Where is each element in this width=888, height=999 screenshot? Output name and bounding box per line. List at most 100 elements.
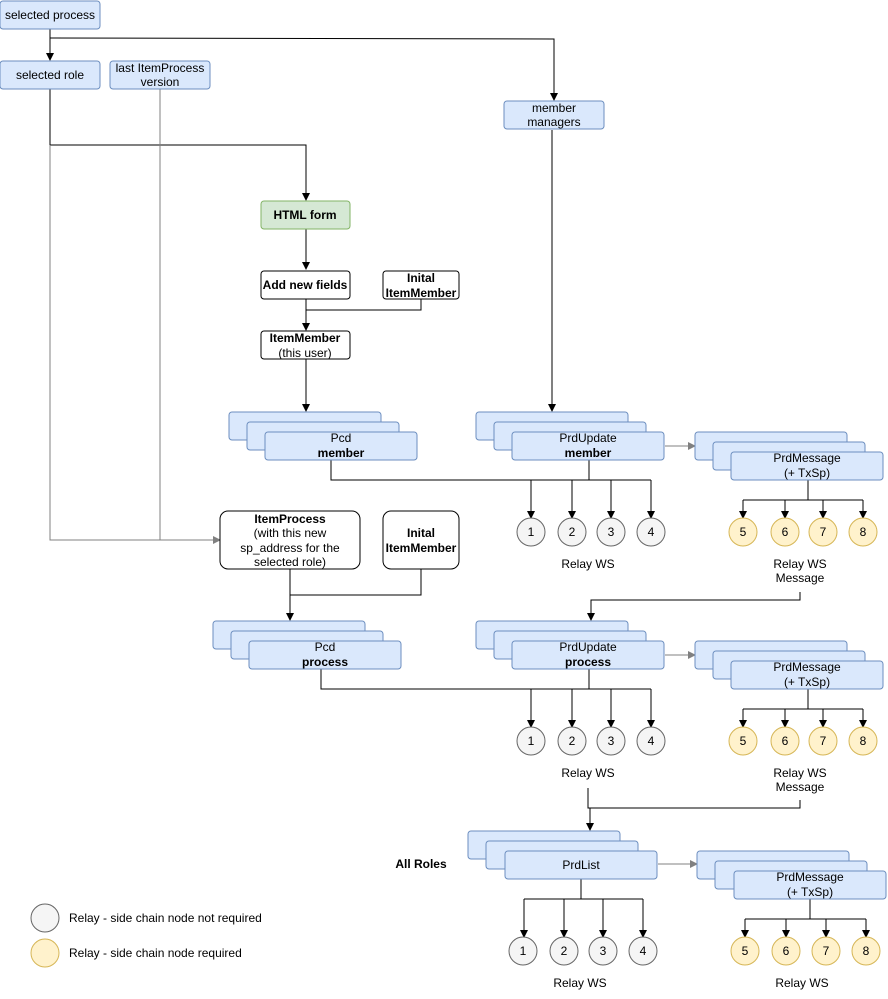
relay-node-yellow: 6 xyxy=(771,936,801,966)
svg-text:6: 6 xyxy=(783,944,790,958)
relay-node-yellow: 7 xyxy=(808,726,838,756)
selected-process-box: selected process xyxy=(0,0,101,30)
relay-ws-caption: Relay WS xyxy=(561,557,614,571)
relay-node-grey: 1 xyxy=(508,936,538,966)
svg-text:PrdMessage: PrdMessage xyxy=(773,451,841,465)
legend-required-label: Relay - side chain node required xyxy=(69,946,242,960)
svg-text:5: 5 xyxy=(740,525,747,539)
relay-node-grey: 2 xyxy=(557,726,587,756)
svg-text:(this user): (this user) xyxy=(278,346,331,360)
relay-row-1: 1 2 3 4 5 6 7 8 Relay WS Relay WS Messag… xyxy=(516,517,878,585)
relay-ws-message-caption: Relay WS xyxy=(773,557,826,571)
svg-text:PrdUpdate: PrdUpdate xyxy=(559,431,617,445)
svg-text:2: 2 xyxy=(569,734,576,748)
svg-text:Inital: Inital xyxy=(407,526,435,540)
svg-text:member: member xyxy=(532,101,576,115)
relay-node-grey: 4 xyxy=(636,517,666,547)
initial-itemmember-box-2: Inital ItemMember xyxy=(382,510,460,570)
svg-text:ItemMember: ItemMember xyxy=(386,541,457,555)
svg-text:4: 4 xyxy=(640,944,647,958)
svg-text:3: 3 xyxy=(600,944,607,958)
pcd-process-stack: Pcd process xyxy=(212,620,402,670)
relay-node-grey: 2 xyxy=(549,936,579,966)
relay-node-yellow: 8 xyxy=(851,936,881,966)
relay-node-grey: 1 xyxy=(516,726,546,756)
itemmember-this-user-box: ItemMember (this user) xyxy=(260,330,351,360)
svg-text:7: 7 xyxy=(820,525,827,539)
svg-text:Inital: Inital xyxy=(407,271,435,285)
selected-role-box: selected role xyxy=(0,60,101,90)
relay-node-grey: 4 xyxy=(628,936,658,966)
svg-text:HTML form: HTML form xyxy=(273,208,336,222)
svg-text:sp_address for the: sp_address for the xyxy=(240,541,340,555)
svg-text:(with this new: (with this new xyxy=(254,526,327,540)
relay-node-yellow: 7 xyxy=(811,936,841,966)
svg-text:6: 6 xyxy=(782,734,789,748)
all-roles-label: All Roles xyxy=(395,857,447,871)
relay-node-yellow: 5 xyxy=(728,517,758,547)
svg-text:7: 7 xyxy=(820,734,827,748)
svg-text:selected process: selected process xyxy=(5,8,95,22)
svg-text:PrdList: PrdList xyxy=(562,858,600,872)
relay-node-grey: 3 xyxy=(588,936,618,966)
svg-text:member: member xyxy=(318,446,365,460)
svg-text:ItemMember: ItemMember xyxy=(386,286,457,300)
relay-node-grey: 3 xyxy=(596,517,626,547)
prdlist-stack: PrdList xyxy=(467,830,658,880)
svg-text:PrdUpdate: PrdUpdate xyxy=(559,640,617,654)
svg-text:(+ TxSp): (+ TxSp) xyxy=(784,466,830,480)
relay-node-grey: 4 xyxy=(636,726,666,756)
legend-yellow-circle xyxy=(30,938,60,968)
svg-text:6: 6 xyxy=(782,525,789,539)
svg-text:1: 1 xyxy=(520,944,527,958)
svg-text:last ItemProcess: last ItemProcess xyxy=(116,61,205,75)
svg-text:PrdMessage: PrdMessage xyxy=(776,870,844,884)
relay-node-yellow: 8 xyxy=(848,517,878,547)
relay-row-2: 1 2 3 4 5 6 7 8 Relay WS Relay WS Messag… xyxy=(516,726,878,794)
relay-ws-message-caption-2: Message xyxy=(776,571,825,585)
relay-ws-caption: Relay WS xyxy=(561,766,614,780)
relay-ws-caption: Relay WS xyxy=(553,976,606,990)
svg-text:1: 1 xyxy=(528,734,535,748)
svg-text:8: 8 xyxy=(860,525,867,539)
relay-node-yellow: 5 xyxy=(730,936,760,966)
svg-text:process: process xyxy=(302,655,348,669)
relay-node-yellow: 5 xyxy=(728,726,758,756)
svg-text:member: member xyxy=(565,446,612,460)
svg-text:(+ TxSp): (+ TxSp) xyxy=(784,675,830,689)
svg-text:3: 3 xyxy=(608,525,615,539)
svg-text:Pcd: Pcd xyxy=(315,640,336,654)
svg-text:7: 7 xyxy=(823,944,830,958)
svg-text:selected role: selected role xyxy=(16,68,84,82)
relay-ws-message-caption: Relay WS xyxy=(773,766,826,780)
initial-itemmember-box-1: Inital ItemMember xyxy=(382,270,460,300)
svg-text:process: process xyxy=(565,655,611,669)
legend-grey-circle xyxy=(30,903,60,933)
html-form-box: HTML form xyxy=(260,200,351,230)
itemprocess-box: ItemProcess (with this new sp_address fo… xyxy=(219,510,361,570)
relay-node-yellow: 7 xyxy=(808,517,838,547)
relay-node-grey: 3 xyxy=(596,726,626,756)
svg-text:5: 5 xyxy=(740,734,747,748)
relay-node-grey: 2 xyxy=(557,517,587,547)
svg-text:Pcd: Pcd xyxy=(331,431,352,445)
relay-node-yellow: 6 xyxy=(770,517,800,547)
relay-ws-message-caption-2: Message xyxy=(776,780,825,794)
svg-text:3: 3 xyxy=(608,734,615,748)
svg-text:(+ TxSp): (+ TxSp) xyxy=(787,885,833,899)
svg-text:4: 4 xyxy=(648,734,655,748)
svg-text:1: 1 xyxy=(528,525,535,539)
prdmessage-stack-3: PrdMessage (+ TxSp) xyxy=(696,850,887,900)
svg-text:PrdMessage: PrdMessage xyxy=(773,660,841,674)
relay-node-grey: 1 xyxy=(516,517,546,547)
svg-text:8: 8 xyxy=(860,734,867,748)
relay-row-3: 1 2 3 4 5 6 7 8 Relay WS Relay WS xyxy=(508,936,881,990)
svg-text:2: 2 xyxy=(569,525,576,539)
svg-text:ItemProcess: ItemProcess xyxy=(254,512,326,526)
legend: Relay - side chain node not required Rel… xyxy=(30,903,262,968)
svg-text:selected role): selected role) xyxy=(254,555,326,569)
relay-ws-caption-2: Relay WS xyxy=(775,976,828,990)
svg-text:ItemMember: ItemMember xyxy=(270,331,341,345)
prdmessage-stack-1: PrdMessage (+ TxSp) xyxy=(694,431,884,481)
